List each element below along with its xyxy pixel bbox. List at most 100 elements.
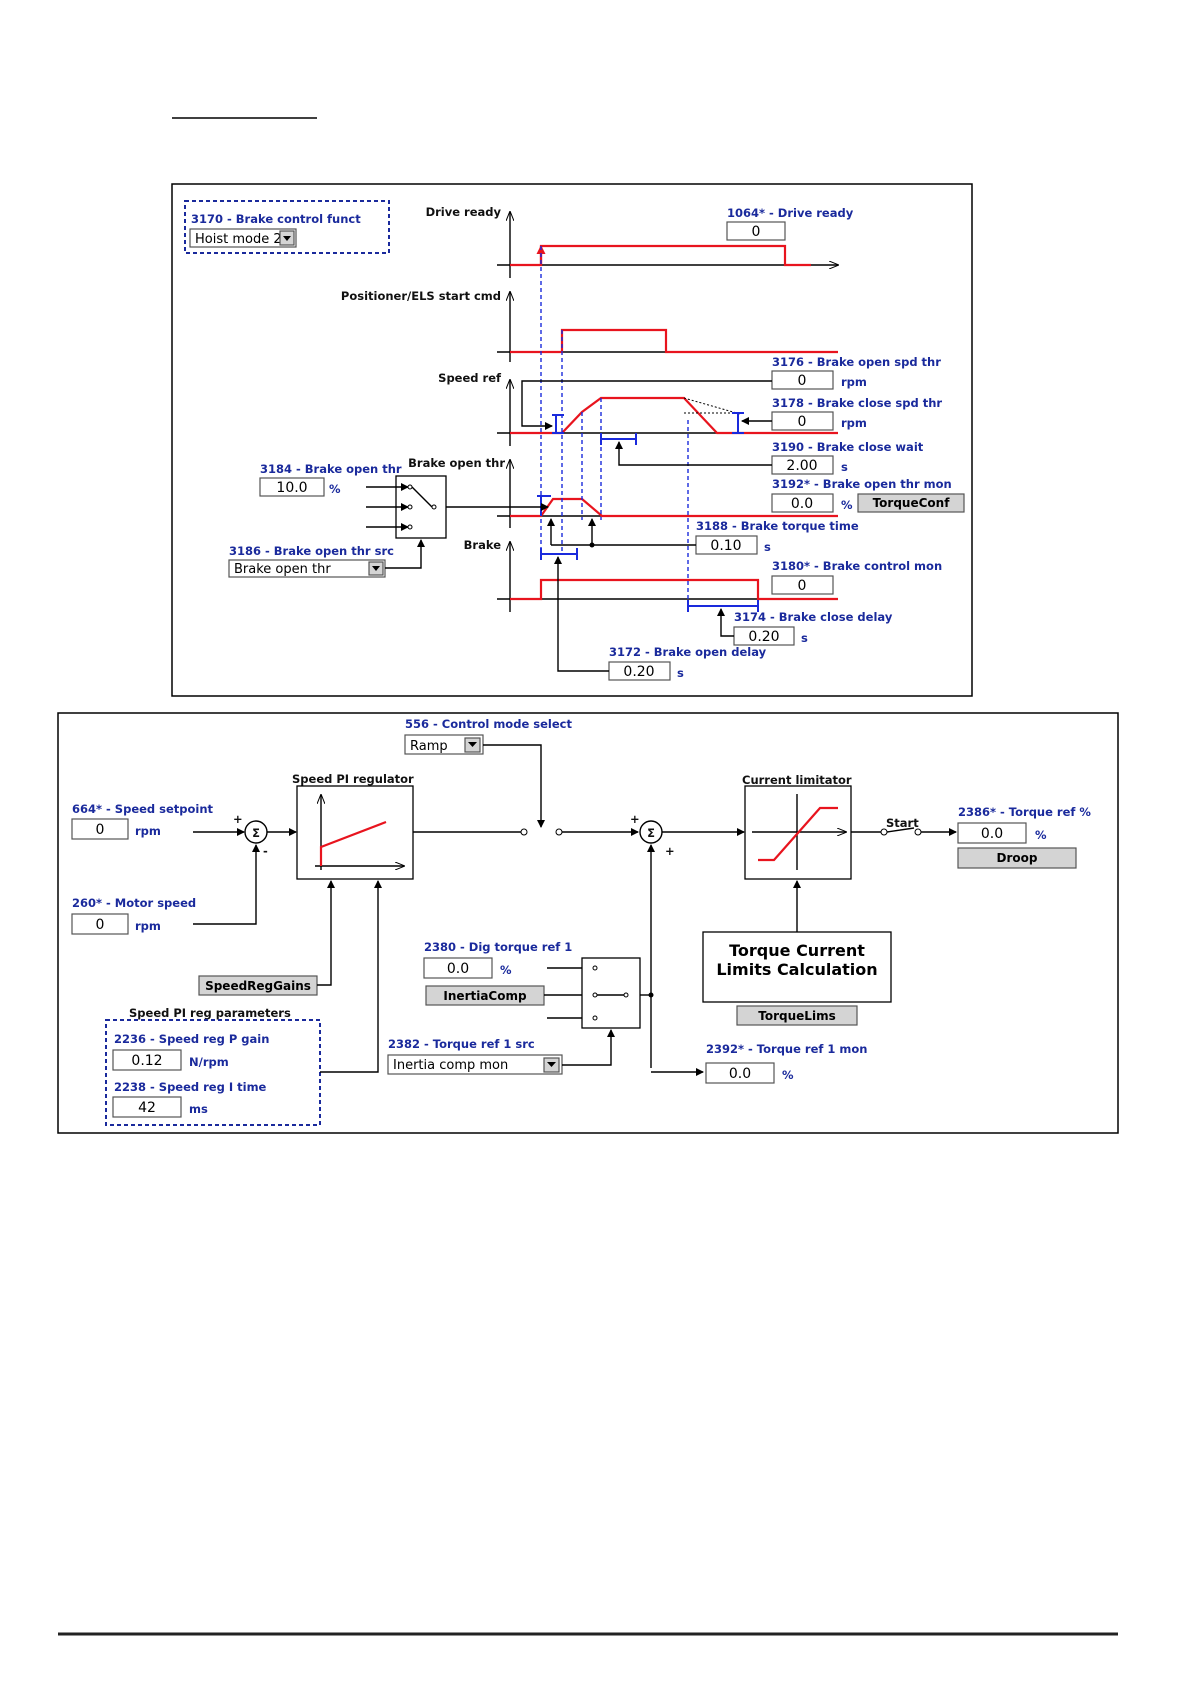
speed-setpoint-unit: rpm xyxy=(135,824,161,838)
brake-torque-time-value: 0.10 xyxy=(710,538,741,554)
brake-open-thr-mon-field xyxy=(771,493,834,513)
speed-reg-p-gain-value: 0.12 xyxy=(131,1053,162,1069)
brake-close-delay-unit: s xyxy=(801,631,808,645)
timing-markers xyxy=(537,246,759,612)
torque-sum-symbol: Σ xyxy=(647,826,655,840)
motor-speed-value: 0 xyxy=(96,917,105,933)
brake-close-spd-thr-value: 0 xyxy=(798,414,807,430)
drive-ready-mon-label: 1064* - Drive ready xyxy=(727,206,854,220)
motor-speed-field xyxy=(71,913,129,935)
brake-open-thr-src-label: 3186 - Brake open thr src xyxy=(229,544,394,558)
brake-open-thr-field[interactable] xyxy=(259,477,325,497)
control-panel-frame xyxy=(57,712,1119,1134)
signal-brake: Brake xyxy=(464,538,502,552)
torque-ref-pct-label: 2386* - Torque ref % xyxy=(958,805,1091,819)
speed-reg-p-gain-unit: N/rpm xyxy=(189,1055,229,1069)
chevron-down-icon xyxy=(547,1062,556,1067)
brake-open-spd-thr-label: 3176 - Brake open spd thr xyxy=(772,355,941,369)
brake-panel-frame xyxy=(171,183,973,697)
droop-button[interactable] xyxy=(957,847,1077,869)
torque-ref-selector xyxy=(581,957,641,1029)
torque-ref-1-mon-label: 2392* - Torque ref 1 mon xyxy=(706,1042,867,1056)
drive-ready-mon-field xyxy=(726,221,786,241)
chevron-down-icon xyxy=(372,566,380,571)
speed-pi-reg-parameters-title: Speed PI reg parameters xyxy=(129,1006,291,1020)
brake-open-spd-thr-value: 0 xyxy=(798,373,807,389)
brake-close-wait-unit: s xyxy=(841,460,848,474)
current-limitator-block xyxy=(744,785,852,880)
start-label: Start xyxy=(886,816,919,830)
brake-open-thr-src-value: Brake open thr xyxy=(234,562,331,577)
brake-open-spd-thr-field[interactable] xyxy=(771,370,834,390)
control-mode-select-label: 556 - Control mode select xyxy=(405,717,572,731)
brake-open-thr-mon-value: 0.0 xyxy=(791,496,813,512)
brake-torque-time-unit: s xyxy=(764,540,771,554)
torque-conf-button[interactable] xyxy=(857,493,965,513)
dig-torque-ref-1-value: 0.0 xyxy=(447,961,469,977)
speed-setpoint-field xyxy=(71,818,129,840)
switch-contact xyxy=(555,828,563,836)
brake-control-funct-value: Hoist mode 2 xyxy=(195,232,282,247)
brake-close-delay-value: 0.20 xyxy=(748,629,779,645)
torque-current-limits-block xyxy=(702,931,892,1003)
speed-sum-symbol: Σ xyxy=(252,826,260,840)
brake-open-thr-label: 3184 - Brake open thr xyxy=(260,462,402,476)
brake-control-funct-select[interactable] xyxy=(189,228,297,248)
drive-ready-mon-value: 0 xyxy=(752,224,761,240)
torque-conf-button-label: TorqueConf xyxy=(873,496,951,510)
signal-start-cmd: Positioner/ELS start cmd xyxy=(341,289,501,303)
speed-sum-minus: - xyxy=(263,844,268,858)
torque-ref-pct-value: 0.0 xyxy=(981,826,1003,842)
speed-sum-plus: + xyxy=(233,812,243,826)
dig-torque-ref-1-unit: % xyxy=(500,963,512,977)
switch-contact xyxy=(520,828,528,836)
chevron-down-icon xyxy=(283,236,291,241)
speed-reg-i-time-unit: ms xyxy=(189,1102,208,1116)
brake-close-wait-label: 3190 - Brake close wait xyxy=(772,440,924,454)
signal-speed-ref: Speed ref xyxy=(438,371,502,385)
speed-reg-p-gain-field[interactable] xyxy=(112,1049,182,1071)
speed-reg-i-time-value: 42 xyxy=(138,1100,156,1116)
brake-control-mon-field xyxy=(771,575,834,595)
dig-torque-ref-1-label: 2380 - Dig torque ref 1 xyxy=(424,940,572,954)
speed-pi-regulator-title: Speed PI regulator xyxy=(292,772,414,786)
speed-control-panel: 556 - Control mode select Ramp Speed PI … xyxy=(57,712,1119,1134)
torque-lims-button-label: TorqueLims xyxy=(758,1009,835,1023)
brake-open-thr-mon-label: 3192* - Brake open thr mon xyxy=(772,477,952,491)
brake-control-funct-frame xyxy=(184,200,390,254)
brake-control-mon-label: 3180* - Brake control mon xyxy=(772,559,942,573)
brake-timing-panel: 3170 - Brake control funct Hoist mode 2 … xyxy=(171,183,973,697)
brake-open-thr-mon-unit: % xyxy=(841,498,853,512)
brake-open-delay-unit: s xyxy=(677,666,684,680)
brake-open-thr-value: 10.0 xyxy=(276,480,307,496)
torque-current-limits-title-1: Torque Current xyxy=(729,941,865,960)
brake-close-delay-label: 3174 - Brake close delay xyxy=(734,610,893,624)
torque-ref-1-mon-value: 0.0 xyxy=(729,1066,751,1082)
torque-current-limits-title-2: Limits Calculation xyxy=(716,960,877,979)
torque-ref-1-mon-field xyxy=(705,1062,775,1084)
torque-lims-button[interactable] xyxy=(736,1005,858,1026)
dig-torque-ref-1-field[interactable] xyxy=(423,957,493,979)
motor-speed-label: 260* - Motor speed xyxy=(72,896,196,910)
torque-ref-1-src-value: Inertia comp mon xyxy=(393,1058,508,1073)
inertia-comp-button-label: InertiaComp xyxy=(443,989,527,1003)
brake-open-delay-value: 0.20 xyxy=(623,664,654,680)
signal-drive-ready: Drive ready xyxy=(426,205,502,219)
chevron-down-icon xyxy=(468,742,477,747)
speed-pi-regulator-block xyxy=(296,785,414,880)
droop-button-label: Droop xyxy=(997,851,1038,865)
speed-reg-gains-button-label: SpeedRegGains xyxy=(205,979,311,993)
torque-sum-plus-left: + xyxy=(630,812,640,826)
motor-speed-unit: rpm xyxy=(135,919,161,933)
speed-setpoint-value: 0 xyxy=(96,822,105,838)
brake-close-wait-value: 2.00 xyxy=(786,458,817,474)
speed-reg-i-time-field[interactable] xyxy=(112,1096,182,1118)
brake-close-spd-thr-unit: rpm xyxy=(841,416,867,430)
torque-ref-1-src-label: 2382 - Torque ref 1 src xyxy=(388,1037,535,1051)
brake-control-funct-label: 3170 - Brake control funct xyxy=(191,212,361,226)
brake-open-thr-unit: % xyxy=(329,482,341,496)
brake-open-spd-thr-unit: rpm xyxy=(841,375,867,389)
brake-close-spd-thr-label: 3178 - Brake close spd thr xyxy=(772,396,942,410)
brake-torque-time-label: 3188 - Brake torque time xyxy=(696,519,859,533)
